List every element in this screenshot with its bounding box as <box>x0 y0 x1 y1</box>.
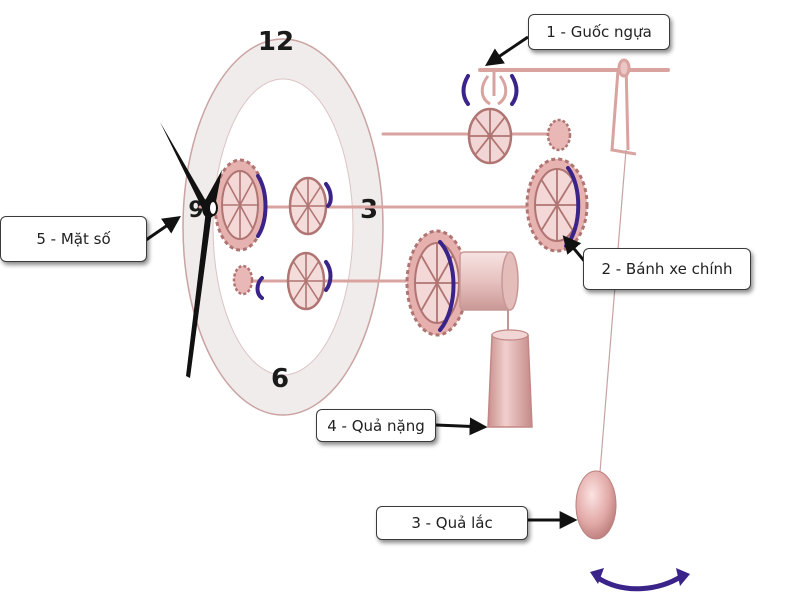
dial-numeral-6: 6 <box>271 364 289 394</box>
label-escapement-text: 1 - Guốc ngựa <box>546 23 652 41</box>
minute-pinion <box>232 264 254 296</box>
weight <box>487 329 533 428</box>
pendulum-swing-arrow <box>590 568 690 592</box>
dial-face <box>182 38 384 416</box>
escapement-frame <box>610 58 637 156</box>
escapement-anchor <box>480 70 508 106</box>
hand-hub <box>202 198 218 218</box>
label-escapement: 1 - Guốc ngựa <box>528 14 670 50</box>
pendulum-bob <box>575 470 617 540</box>
weight-drum <box>459 251 519 333</box>
fourth-wheel <box>286 251 326 311</box>
main-wheel-gear <box>525 157 589 253</box>
arrow-escapement <box>485 35 529 67</box>
rotation-arrows <box>255 74 581 332</box>
label-dial-text: 5 - Mặt số <box>36 230 111 248</box>
dial-numeral-3: 3 <box>360 195 378 225</box>
arrow-weight <box>435 417 488 436</box>
label-pendulum-text: 3 - Quả lắc <box>411 514 493 532</box>
label-pendulum: 3 - Quả lắc <box>376 506 528 540</box>
pendulum-rod <box>599 149 627 473</box>
label-weight: 4 - Quả nặng <box>316 409 436 442</box>
label-main-wheel-text: 2 - Bánh xe chính <box>601 260 733 278</box>
label-weight-text: 4 - Quả nặng <box>327 416 425 435</box>
hour-hand <box>160 122 210 212</box>
label-main-wheel: 2 - Bánh xe chính <box>583 248 751 290</box>
label-dial: 5 - Mặt số <box>0 216 147 262</box>
dial-numeral-9: 9 <box>188 198 203 223</box>
escape-wheel <box>467 107 513 165</box>
arrow-dial <box>145 215 181 242</box>
weight-drum-gear <box>405 229 469 337</box>
small-pinion-top-right <box>546 118 572 152</box>
pointer-arrows <box>145 35 588 529</box>
third-wheel <box>288 176 328 236</box>
dial-numeral-12: 12 <box>258 27 294 57</box>
minute-hand <box>186 210 212 378</box>
arrow-main-wheel <box>562 235 588 264</box>
